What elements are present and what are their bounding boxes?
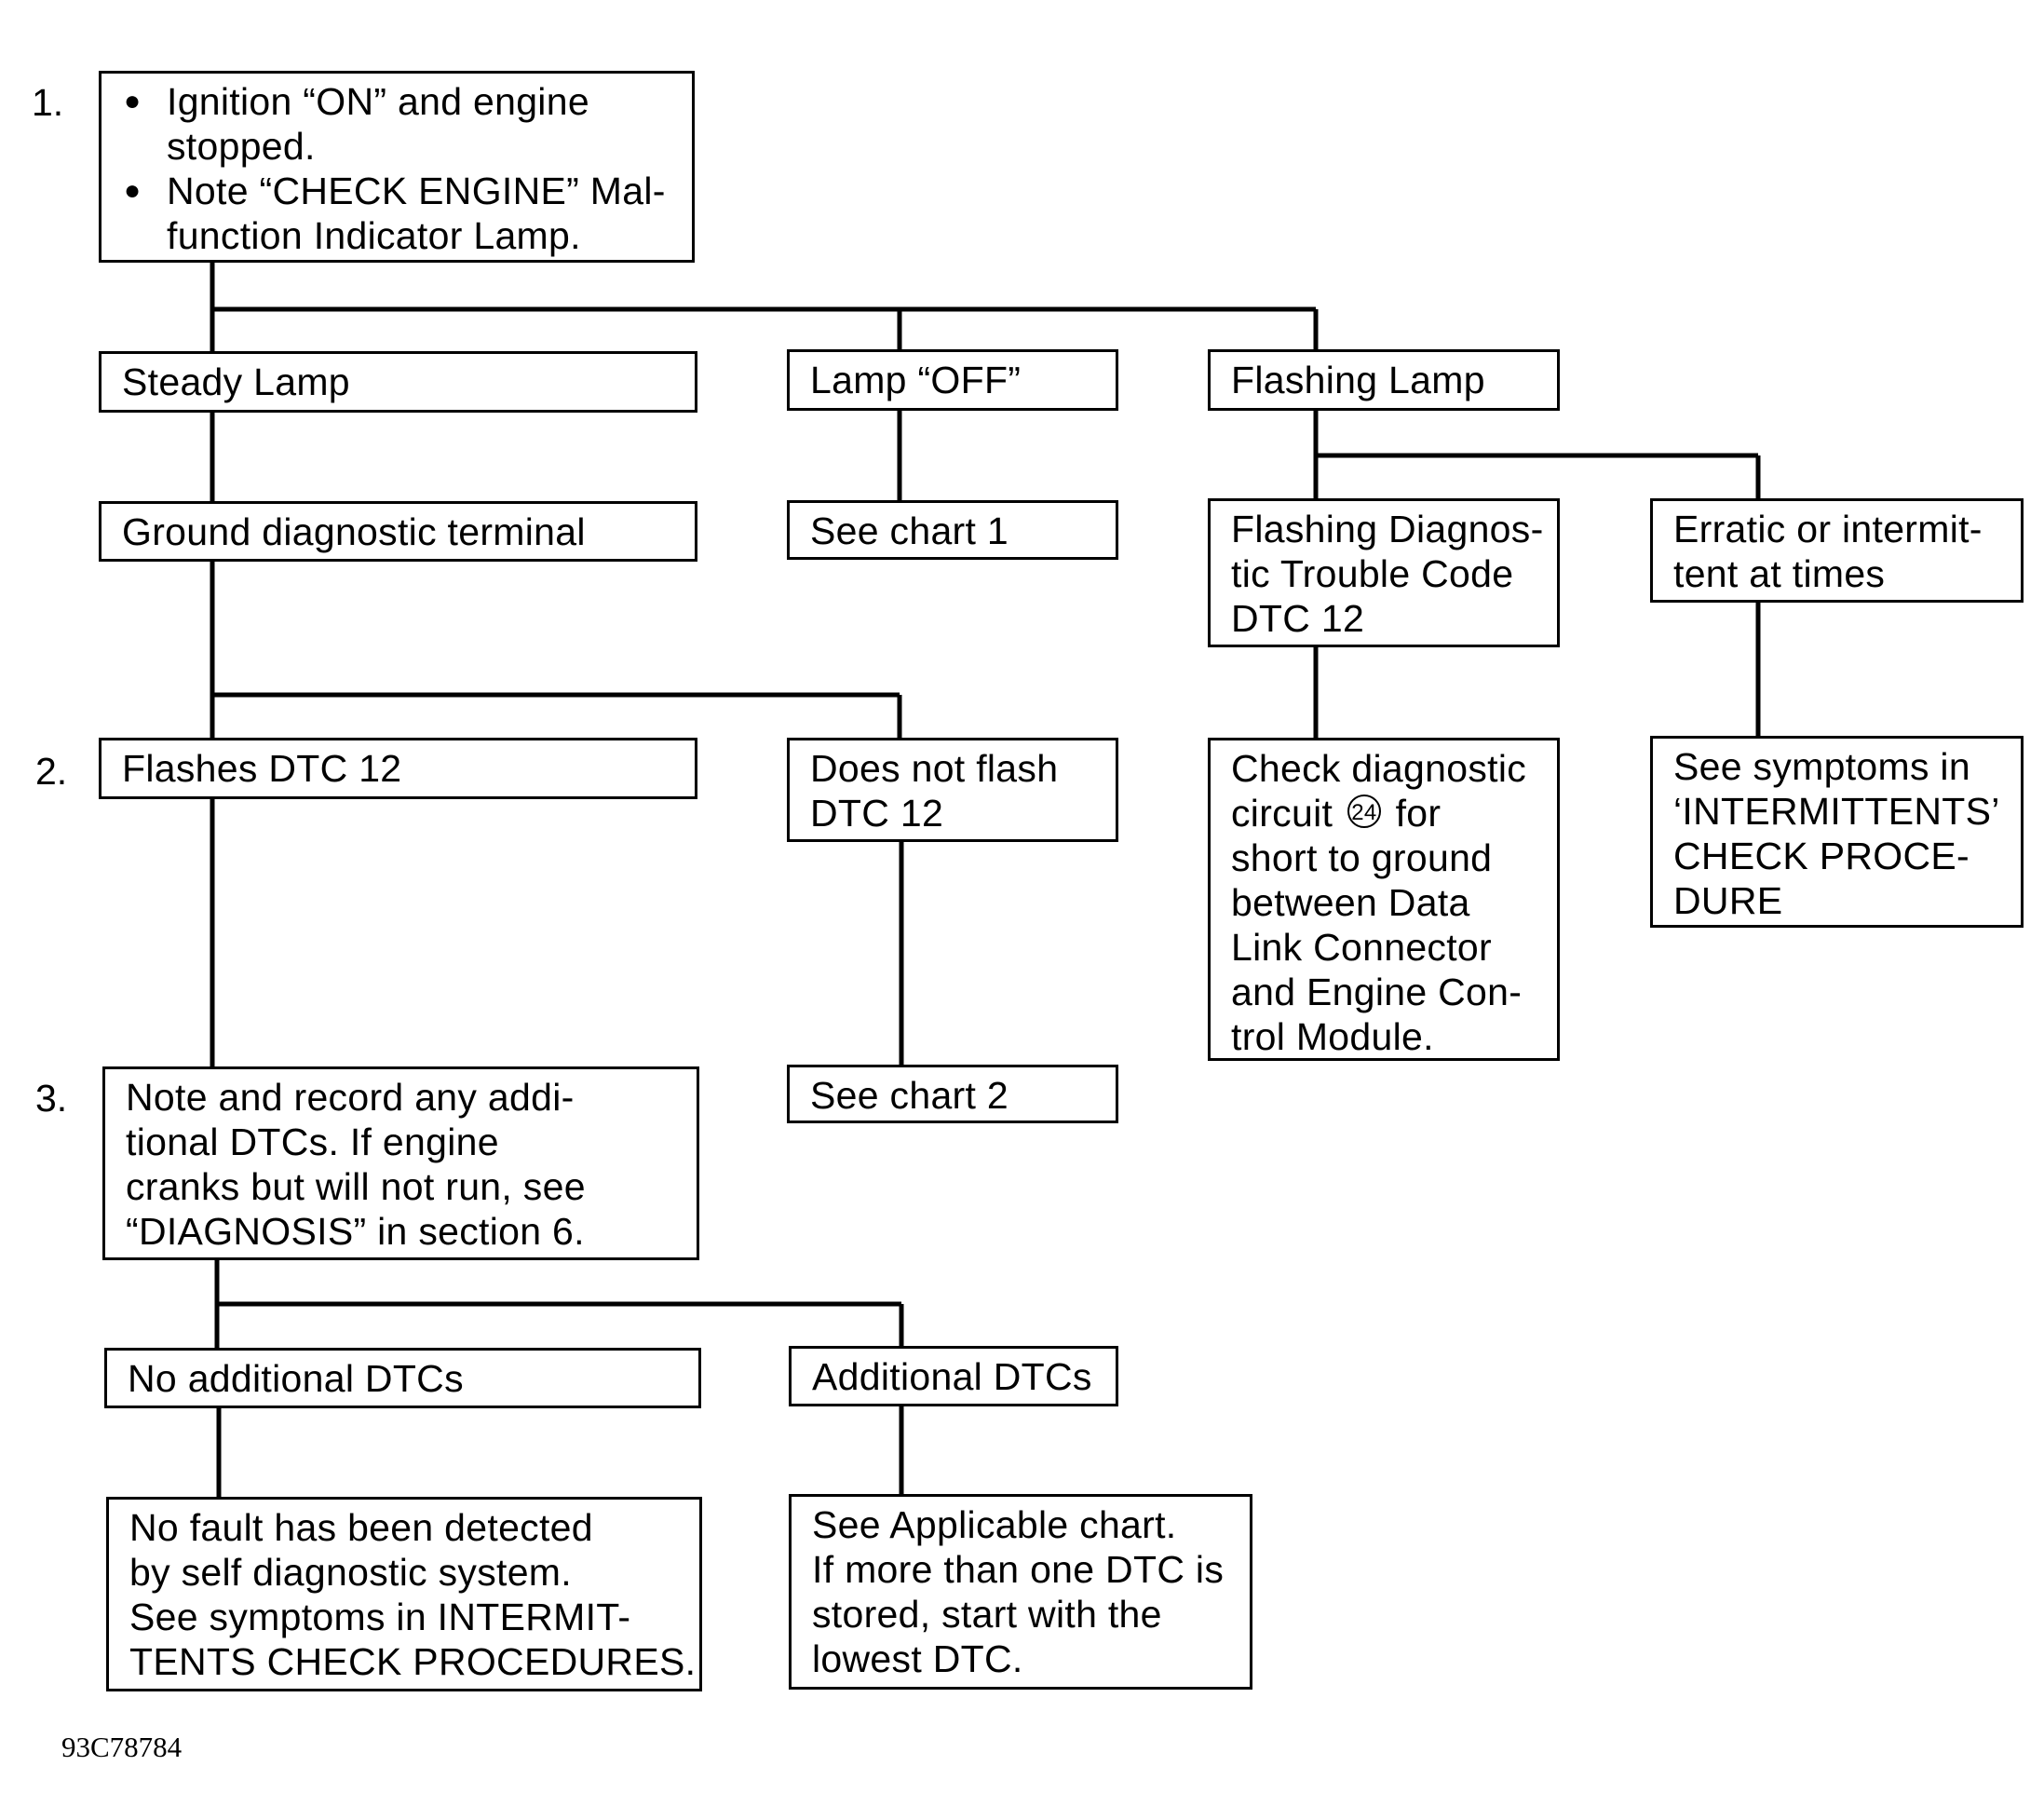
ignition-box: Ignition “ON” and engine stopped. Note “… [99, 71, 695, 263]
box-line: stored, start with the [812, 1593, 1162, 1636]
box-line: Ground diagnostic terminal [122, 510, 586, 553]
flashes-dtc12-box: Flashes DTC 12 [99, 738, 697, 799]
erratic-box: Erratic or intermit- tent at times [1650, 498, 2024, 603]
see-chart-1-box: See chart 1 [787, 500, 1118, 560]
box-line: Flashing Diagnos- [1231, 508, 1544, 550]
note-record-box: Note and record any addi- tional DTCs. I… [102, 1066, 699, 1260]
flashing-lamp-box: Flashing Lamp [1208, 349, 1560, 411]
no-additional-dtcs-box: No additional DTCs [104, 1348, 701, 1408]
box-line: See chart 1 [810, 509, 1008, 552]
no-fault-box: No fault has been detected by self diagn… [106, 1497, 702, 1691]
box-line: short to ground [1231, 836, 1493, 879]
box-line: tic Trouble Code [1231, 552, 1514, 595]
box-line-text: circuit [1231, 792, 1333, 835]
bullet-item: Ignition “ON” and engine [124, 79, 692, 124]
steady-lamp-box: Steady Lamp [99, 351, 697, 413]
box-line: Erratic or intermit- [1673, 508, 1983, 550]
box-line: lowest DTC. [812, 1637, 1023, 1680]
box-line: cranks but will not run, see [126, 1165, 586, 1208]
ground-terminal-box: Ground diagnostic terminal [99, 501, 697, 562]
box-line: DURE [1673, 879, 1783, 922]
box-line: Link Connector [1231, 926, 1492, 969]
box-line: No additional DTCs [128, 1357, 464, 1400]
box-line: circuit 24 for [1231, 791, 1557, 835]
box-line: DTC 12 [810, 792, 944, 835]
additional-dtcs-box: Additional DTCs [789, 1346, 1118, 1406]
bullet-item: Note “CHECK ENGINE” Mal- [124, 169, 692, 213]
box-line: Flashes DTC 12 [122, 747, 402, 790]
box-line: TENTS CHECK PROCEDURES. [129, 1640, 697, 1683]
box-line: “DIAGNOSIS” in section 6. [126, 1210, 585, 1253]
box-line-text: for [1395, 792, 1442, 835]
box-line: Note “CHECK ENGINE” Mal- [167, 170, 666, 212]
box-line: See symptoms in [1673, 745, 1970, 788]
box-line: Note and record any addi- [126, 1076, 575, 1119]
box-line: See symptoms in INTERMIT- [129, 1596, 631, 1638]
box-line: tional DTCs. If engine [126, 1121, 499, 1163]
box-line: Lamp “OFF” [810, 359, 1022, 401]
box-line: Additional DTCs [812, 1355, 1092, 1398]
circuit-number-badge: 24 [1347, 795, 1381, 829]
see-chart-2-box: See chart 2 [787, 1065, 1118, 1123]
box-line: Ignition “ON” and engine [167, 80, 589, 123]
box-line: ‘INTERMITTENTS’ [1673, 790, 2000, 833]
step-number-2: 2. [35, 750, 68, 793]
box-line: CHECK PROCE- [1673, 835, 1970, 877]
figure-id: 93C78784 [61, 1731, 183, 1763]
flashing-dtc-box: Flashing Diagnos- tic Trouble Code DTC 1… [1208, 498, 1560, 647]
box-line: See chart 2 [810, 1074, 1008, 1117]
not-flash-dtc12-box: Does not flash DTC 12 [787, 738, 1118, 842]
box-line: function Indicator Lamp. [167, 214, 581, 257]
box-line: No fault has been detected [129, 1506, 593, 1549]
box-line: DTC 12 [1231, 597, 1365, 640]
lamp-off-box: Lamp “OFF” [787, 349, 1118, 411]
see-intermittents-box: See symptoms in ‘INTERMITTENTS’ CHECK PR… [1650, 736, 2024, 928]
see-applicable-box: See Applicable chart. If more than one D… [789, 1494, 1252, 1690]
box-line: Steady Lamp [122, 360, 350, 403]
box-line: Flashing Lamp [1231, 359, 1485, 401]
check-circuit-box: Check diagnostic circuit 24 for short to… [1208, 738, 1560, 1061]
box-line: and Engine Con- [1231, 971, 1523, 1013]
box-line: Does not flash [810, 747, 1059, 790]
box-line: by self diagnostic system. [129, 1551, 572, 1594]
box-line: If more than one DTC is [812, 1548, 1225, 1591]
box-line: See Applicable chart. [812, 1503, 1177, 1546]
box-line: trol Module. [1231, 1015, 1434, 1058]
step-number-1: 1. [32, 81, 64, 124]
box-line: tent at times [1673, 552, 1886, 595]
box-line: Check diagnostic [1231, 747, 1527, 790]
box-line: stopped. [167, 125, 316, 168]
box-line: between Data [1231, 881, 1470, 924]
step-number-3: 3. [35, 1077, 68, 1120]
